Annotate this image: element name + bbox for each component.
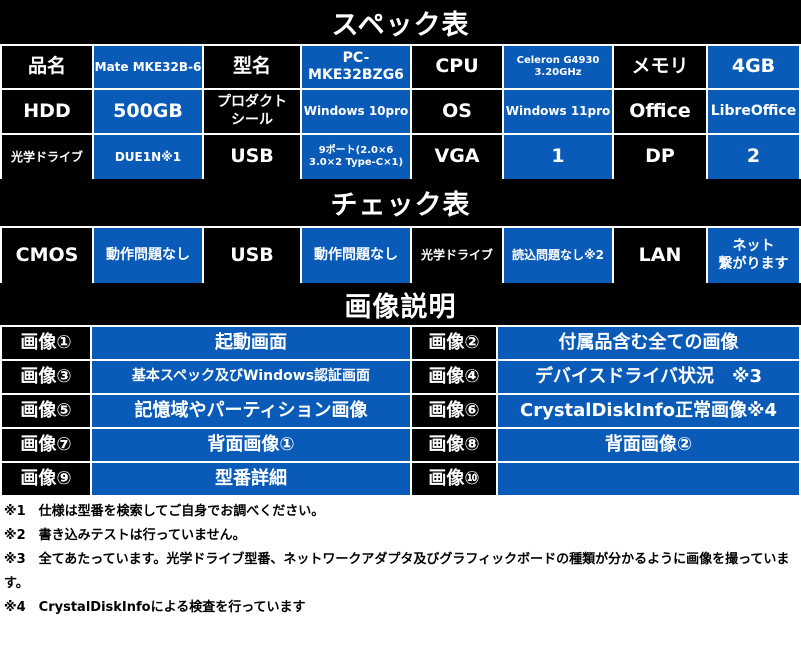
image-label-4: 画像④ — [412, 361, 496, 393]
check-value-lan: ネット 繋がります — [708, 228, 799, 283]
footnotes: ※1 仕様は型番を検索してご自身でお調べください。 ※2 書き込みテストは行って… — [4, 500, 797, 620]
image-label-1: 画像① — [2, 327, 90, 359]
spec-value-hdd: 500GB — [94, 90, 202, 133]
check-key-cmos: CMOS — [2, 228, 92, 283]
spec-key-os: OS — [412, 90, 502, 133]
spec-key-dp: DP — [614, 135, 706, 179]
spec-value-optical-drive: DUE1N※1 — [94, 135, 202, 179]
image-desc-8: 背面画像② — [498, 429, 799, 461]
spec-value-office: LibreOffice — [708, 90, 799, 133]
footnote-1: ※1 仕様は型番を検索してご自身でお調べください。 — [4, 504, 325, 519]
image-desc-3: 基本スペック及びWindows認証画面 — [92, 361, 410, 393]
spec-key-vga: VGA — [412, 135, 502, 179]
spec-value-product-name: Mate MKE32B-6 — [94, 46, 202, 88]
image-label-8: 画像⑧ — [412, 429, 496, 461]
check-value-usb: 動作問題なし — [302, 228, 410, 283]
image-label-9: 画像⑨ — [2, 463, 90, 495]
spec-key-optical-drive: 光学ドライブ — [2, 135, 92, 179]
spec-key-model: 型名 — [204, 46, 300, 88]
footnote-2: ※2 書き込みテストは行っていません。 — [4, 528, 246, 543]
spec-key-product-name: 品名 — [2, 46, 92, 88]
check-value-optical-drive: 読込問題なし※2 — [504, 228, 612, 283]
spec-key-usb: USB — [204, 135, 300, 179]
spec-value-dp: 2 — [708, 135, 799, 179]
footnote-4: ※4 CrystalDiskInfoによる検査を行っています — [4, 600, 306, 615]
image-label-3: 画像③ — [2, 361, 90, 393]
image-desc-2: 付属品含む全ての画像 — [498, 327, 799, 359]
image-desc-4: デバイスドライバ状況 ※3 — [498, 361, 799, 393]
check-table-title: チェック表 — [0, 179, 801, 226]
image-desc-7: 背面画像① — [92, 429, 410, 461]
image-label-2: 画像② — [412, 327, 496, 359]
spec-value-model: PC- MKE32BZG6 — [302, 46, 410, 88]
spec-value-vga: 1 — [504, 135, 612, 179]
spec-value-os: Windows 11pro — [504, 90, 612, 133]
spec-value-memory: 4GB — [708, 46, 799, 88]
image-label-6: 画像⑥ — [412, 395, 496, 427]
spec-value-usb: 9ポート(2.0×6 3.0×2 Type-C×1) — [302, 135, 410, 179]
spec-key-memory: メモリ — [614, 46, 706, 88]
image-table-title: 画像説明 — [0, 283, 801, 325]
spec-table: 品名 Mate MKE32B-6 型名 PC- MKE32BZG6 CPU Ce… — [0, 44, 801, 179]
footnote-3: ※3 全てあたっています。光学ドライブ型番、ネットワークアダプタ及びグラフィック… — [4, 552, 790, 591]
spec-key-cpu: CPU — [412, 46, 502, 88]
check-key-optical-drive: 光学ドライブ — [412, 228, 502, 283]
image-description-table: 画像① 起動画面 画像② 付属品含む全ての画像 画像③ 基本スペック及びWind… — [0, 325, 801, 497]
check-table: CMOS 動作問題なし USB 動作問題なし 光学ドライブ 読込問題なし※2 L… — [0, 226, 801, 283]
image-label-7: 画像⑦ — [2, 429, 90, 461]
check-key-lan: LAN — [614, 228, 706, 283]
check-value-cmos: 動作問題なし — [94, 228, 202, 283]
spec-key-office: Office — [614, 90, 706, 133]
spec-table-title: スペック表 — [0, 0, 801, 44]
spec-value-product-seal: Windows 10pro — [302, 90, 410, 133]
check-key-usb: USB — [204, 228, 300, 283]
spec-value-cpu: Celeron G4930 3.20GHz — [504, 46, 612, 88]
image-label-10: 画像⑩ — [412, 463, 496, 495]
spec-key-product-seal: プロダクト シール — [204, 90, 300, 133]
image-desc-5: 記憶域やパーティション画像 — [92, 395, 410, 427]
spec-key-hdd: HDD — [2, 90, 92, 133]
image-desc-1: 起動画面 — [92, 327, 410, 359]
image-label-5: 画像⑤ — [2, 395, 90, 427]
image-desc-6: CrystalDiskInfo正常画像※4 — [498, 395, 799, 427]
image-desc-10 — [498, 463, 799, 495]
image-desc-9: 型番詳細 — [92, 463, 410, 495]
